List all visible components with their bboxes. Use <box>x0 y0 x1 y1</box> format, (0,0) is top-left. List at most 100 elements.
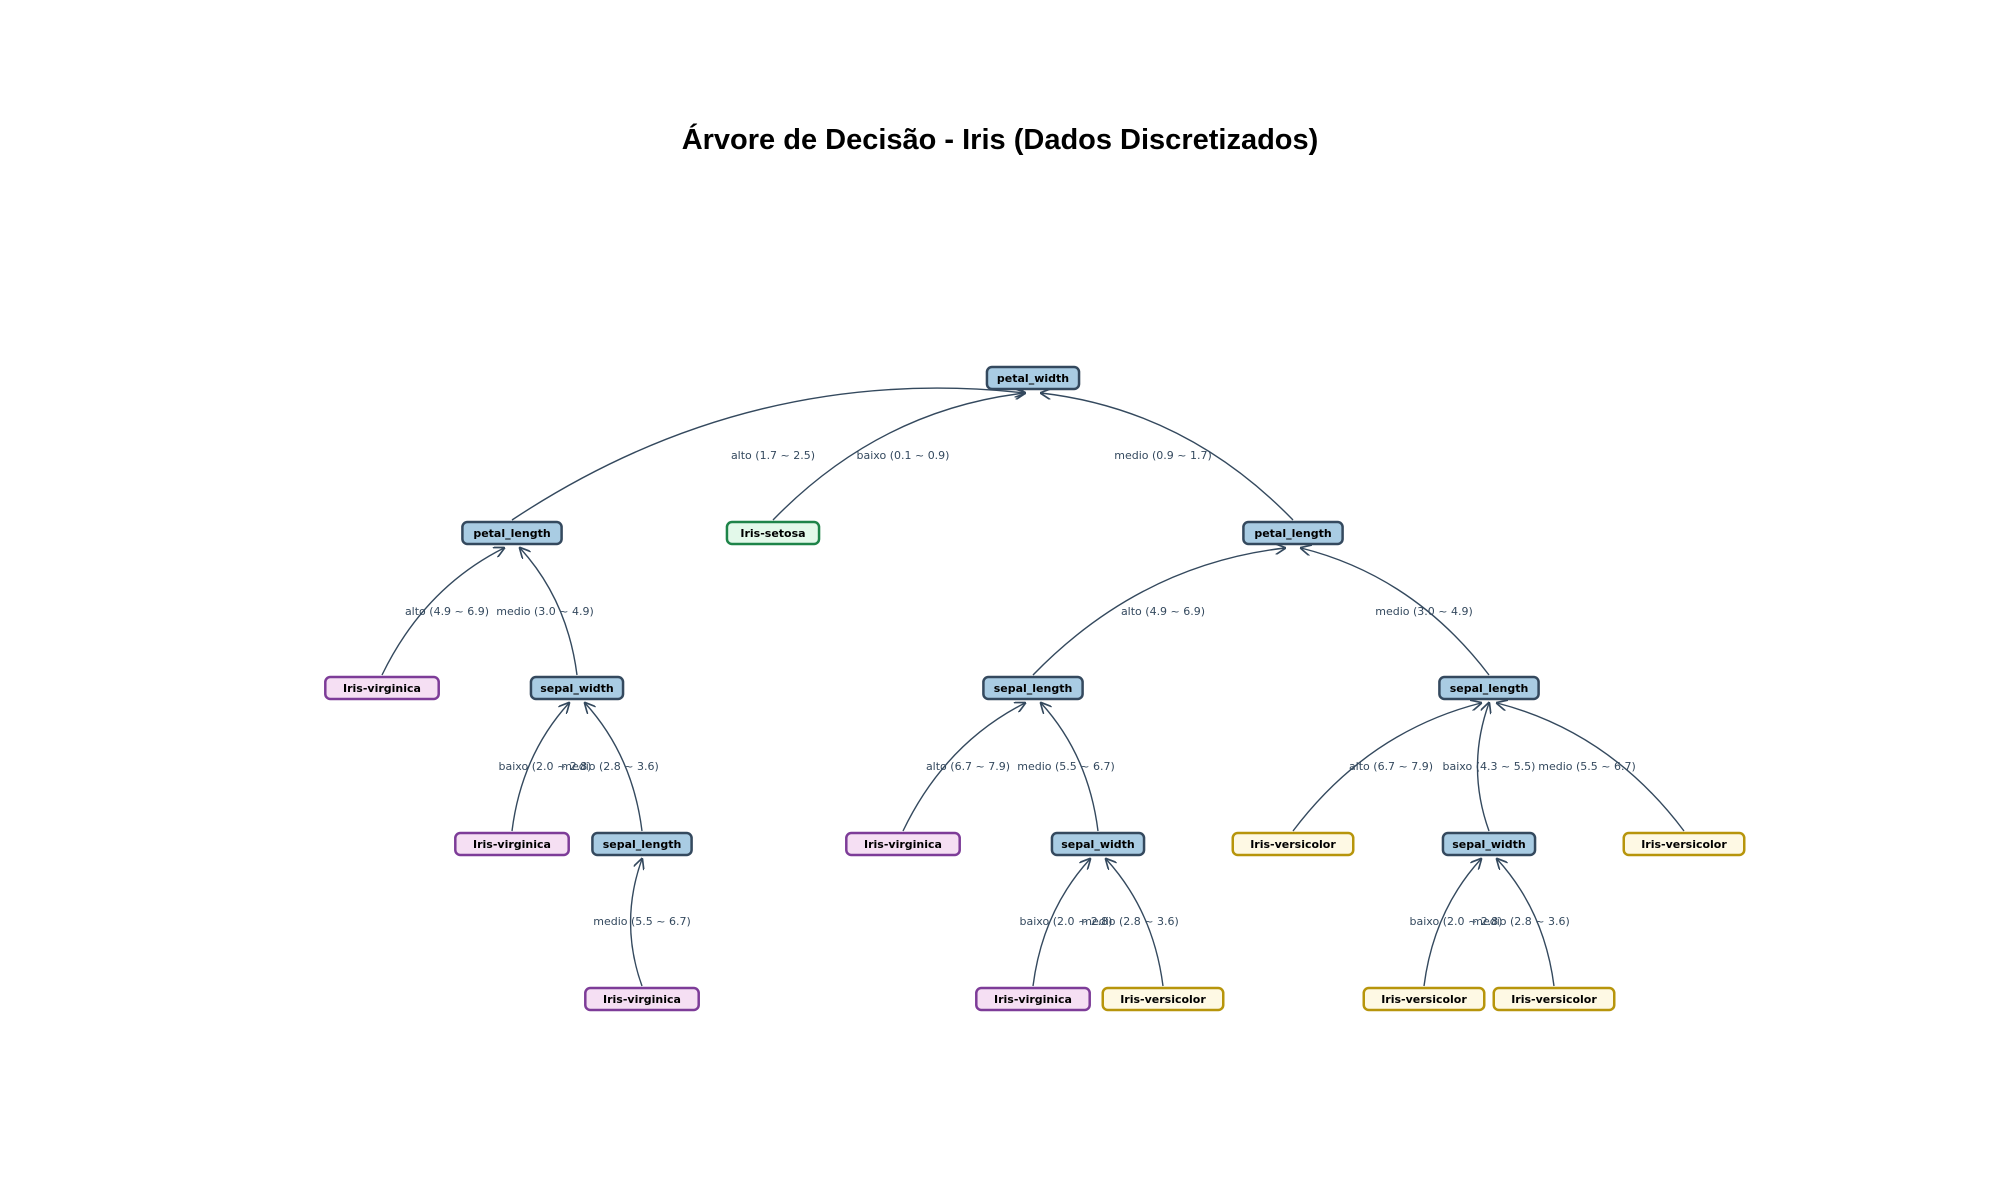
node-label: Iris-virginica <box>343 682 421 695</box>
node-box <box>1050 831 1146 857</box>
node-box <box>1242 520 1344 546</box>
node-box <box>975 986 1091 1012</box>
tree-edge <box>902 703 1025 832</box>
node-box <box>324 675 440 701</box>
edge-label: medio (3.0 ~ 4.9) <box>496 605 594 618</box>
edge-label: baixo (2.0 ~ 2.8) <box>1410 915 1503 928</box>
tree-edge <box>629 859 642 987</box>
node-label: petal_width <box>997 372 1069 385</box>
tree-edge <box>511 703 569 832</box>
tree-edge <box>1497 703 1685 832</box>
leaf-node-virginica: Iris-virginica <box>975 986 1091 1012</box>
tree-node-sepal-length: sepal_length <box>591 831 693 857</box>
node-box <box>1622 831 1746 857</box>
tree-edge <box>1301 548 1490 676</box>
tree-node-sepal-width: sepal_width <box>1050 831 1146 857</box>
node-label: sepal_width <box>540 682 613 695</box>
tree-node-petal-width: petal_width <box>985 365 1081 391</box>
leaf-node-virginica: Iris-virginica <box>324 675 440 701</box>
edge-label: alto (6.7 ~ 7.9) <box>926 760 1010 773</box>
edge-label: baixo (2.0 ~ 2.8) <box>499 760 592 773</box>
tree-edge <box>1041 703 1099 832</box>
node-box <box>529 675 625 701</box>
node-label: petal_length <box>1254 527 1331 540</box>
node-box <box>725 520 821 546</box>
tree-node-petal-length: petal_length <box>461 520 563 546</box>
tree-edge <box>1032 859 1090 987</box>
node-box <box>1362 986 1486 1012</box>
node-box <box>1101 986 1225 1012</box>
node-label: Iris-virginica <box>864 838 942 851</box>
edge-label: baixo (0.1 ~ 0.9) <box>857 449 950 462</box>
edge-layer: alto (1.7 ~ 2.5) baixo (0.1 ~ 0.9) medio (… <box>381 388 1685 987</box>
tree-edge <box>1497 859 1555 987</box>
edge-label: medio (5.5 ~ 6.7) <box>1538 760 1636 773</box>
leaf-node-versicolor: Iris-versicolor <box>1101 986 1225 1012</box>
node-label: Iris-versicolor <box>1381 993 1467 1006</box>
tree-edge <box>585 703 643 832</box>
tree-edge <box>1041 393 1294 521</box>
node-box <box>454 831 570 857</box>
leaf-node-virginica: Iris-virginica <box>584 986 700 1012</box>
node-box <box>461 520 563 546</box>
edge-label: medio (5.5 ~ 6.7) <box>593 915 691 928</box>
node-box <box>1438 675 1540 701</box>
node-label: sepal_width <box>1452 838 1525 851</box>
node-box <box>1231 831 1355 857</box>
leaf-node-virginica: Iris-virginica <box>845 831 961 857</box>
node-layer: petal_width petal_length Iris-setosa petal_… <box>324 365 1746 1012</box>
node-box <box>591 831 693 857</box>
node-label: sepal_length <box>994 682 1073 695</box>
tree-edge <box>772 393 1025 521</box>
tree-edge <box>511 388 1025 521</box>
node-label: Iris-setosa <box>740 527 805 540</box>
tree-edge <box>1423 859 1481 987</box>
edge-label: medio (2.8 ~ 3.6) <box>1472 915 1570 928</box>
edge-label: medio (2.8 ~ 3.6) <box>561 760 659 773</box>
edge-label: medio (0.9 ~ 1.7) <box>1114 449 1212 462</box>
tree-node-petal-length: petal_length <box>1242 520 1344 546</box>
leaf-node-setosa: Iris-setosa <box>725 520 821 546</box>
node-label: Iris-versicolor <box>1511 993 1597 1006</box>
node-label: Iris-versicolor <box>1120 993 1206 1006</box>
node-label: sepal_length <box>603 838 682 851</box>
leaf-node-versicolor: Iris-versicolor <box>1231 831 1355 857</box>
tree-edge <box>1292 703 1481 832</box>
edge-label: alto (4.9 ~ 6.9) <box>1121 605 1205 618</box>
node-box <box>584 986 700 1012</box>
edge-label: medio (2.8 ~ 3.6) <box>1081 915 1179 928</box>
node-box <box>1441 831 1537 857</box>
tree-node-sepal-width: sepal_width <box>529 675 625 701</box>
edge-label: baixo (4.3 ~ 5.5) <box>1443 760 1536 773</box>
node-box <box>982 675 1084 701</box>
node-label: Iris-versicolor <box>1641 838 1727 851</box>
node-label: Iris-virginica <box>603 993 681 1006</box>
tree-edge <box>1032 548 1285 676</box>
edge-label: medio (3.0 ~ 4.9) <box>1375 605 1473 618</box>
tree-node-sepal-length: sepal_length <box>1438 675 1540 701</box>
node-label: petal_length <box>473 527 550 540</box>
tree-edge <box>381 548 504 676</box>
tree-edge <box>1106 859 1164 987</box>
edge-label: alto (6.7 ~ 7.9) <box>1349 760 1433 773</box>
edge-label: alto (1.7 ~ 2.5) <box>731 449 815 462</box>
leaf-node-versicolor: Iris-versicolor <box>1492 986 1616 1012</box>
node-box <box>845 831 961 857</box>
edge-label: alto (4.9 ~ 6.9) <box>405 605 489 618</box>
node-box <box>1492 986 1616 1012</box>
tree-edge <box>520 548 578 676</box>
node-label: sepal_width <box>1061 838 1134 851</box>
node-label: Iris-virginica <box>994 993 1072 1006</box>
node-box <box>985 365 1081 391</box>
diagram-title: Árvore de Decisão - Iris (Dados Discreti… <box>681 124 1319 156</box>
tree-node-sepal-length: sepal_length <box>982 675 1084 701</box>
edge-label: medio (5.5 ~ 6.7) <box>1017 760 1115 773</box>
leaf-node-versicolor: Iris-versicolor <box>1622 831 1746 857</box>
edge-label: baixo (2.0 ~ 2.8) <box>1020 915 1113 928</box>
node-label: sepal_length <box>1450 682 1529 695</box>
node-label: Iris-virginica <box>473 838 551 851</box>
leaf-node-virginica: Iris-virginica <box>454 831 570 857</box>
leaf-node-versicolor: Iris-versicolor <box>1362 986 1486 1012</box>
tree-node-sepal-width: sepal_width <box>1441 831 1537 857</box>
